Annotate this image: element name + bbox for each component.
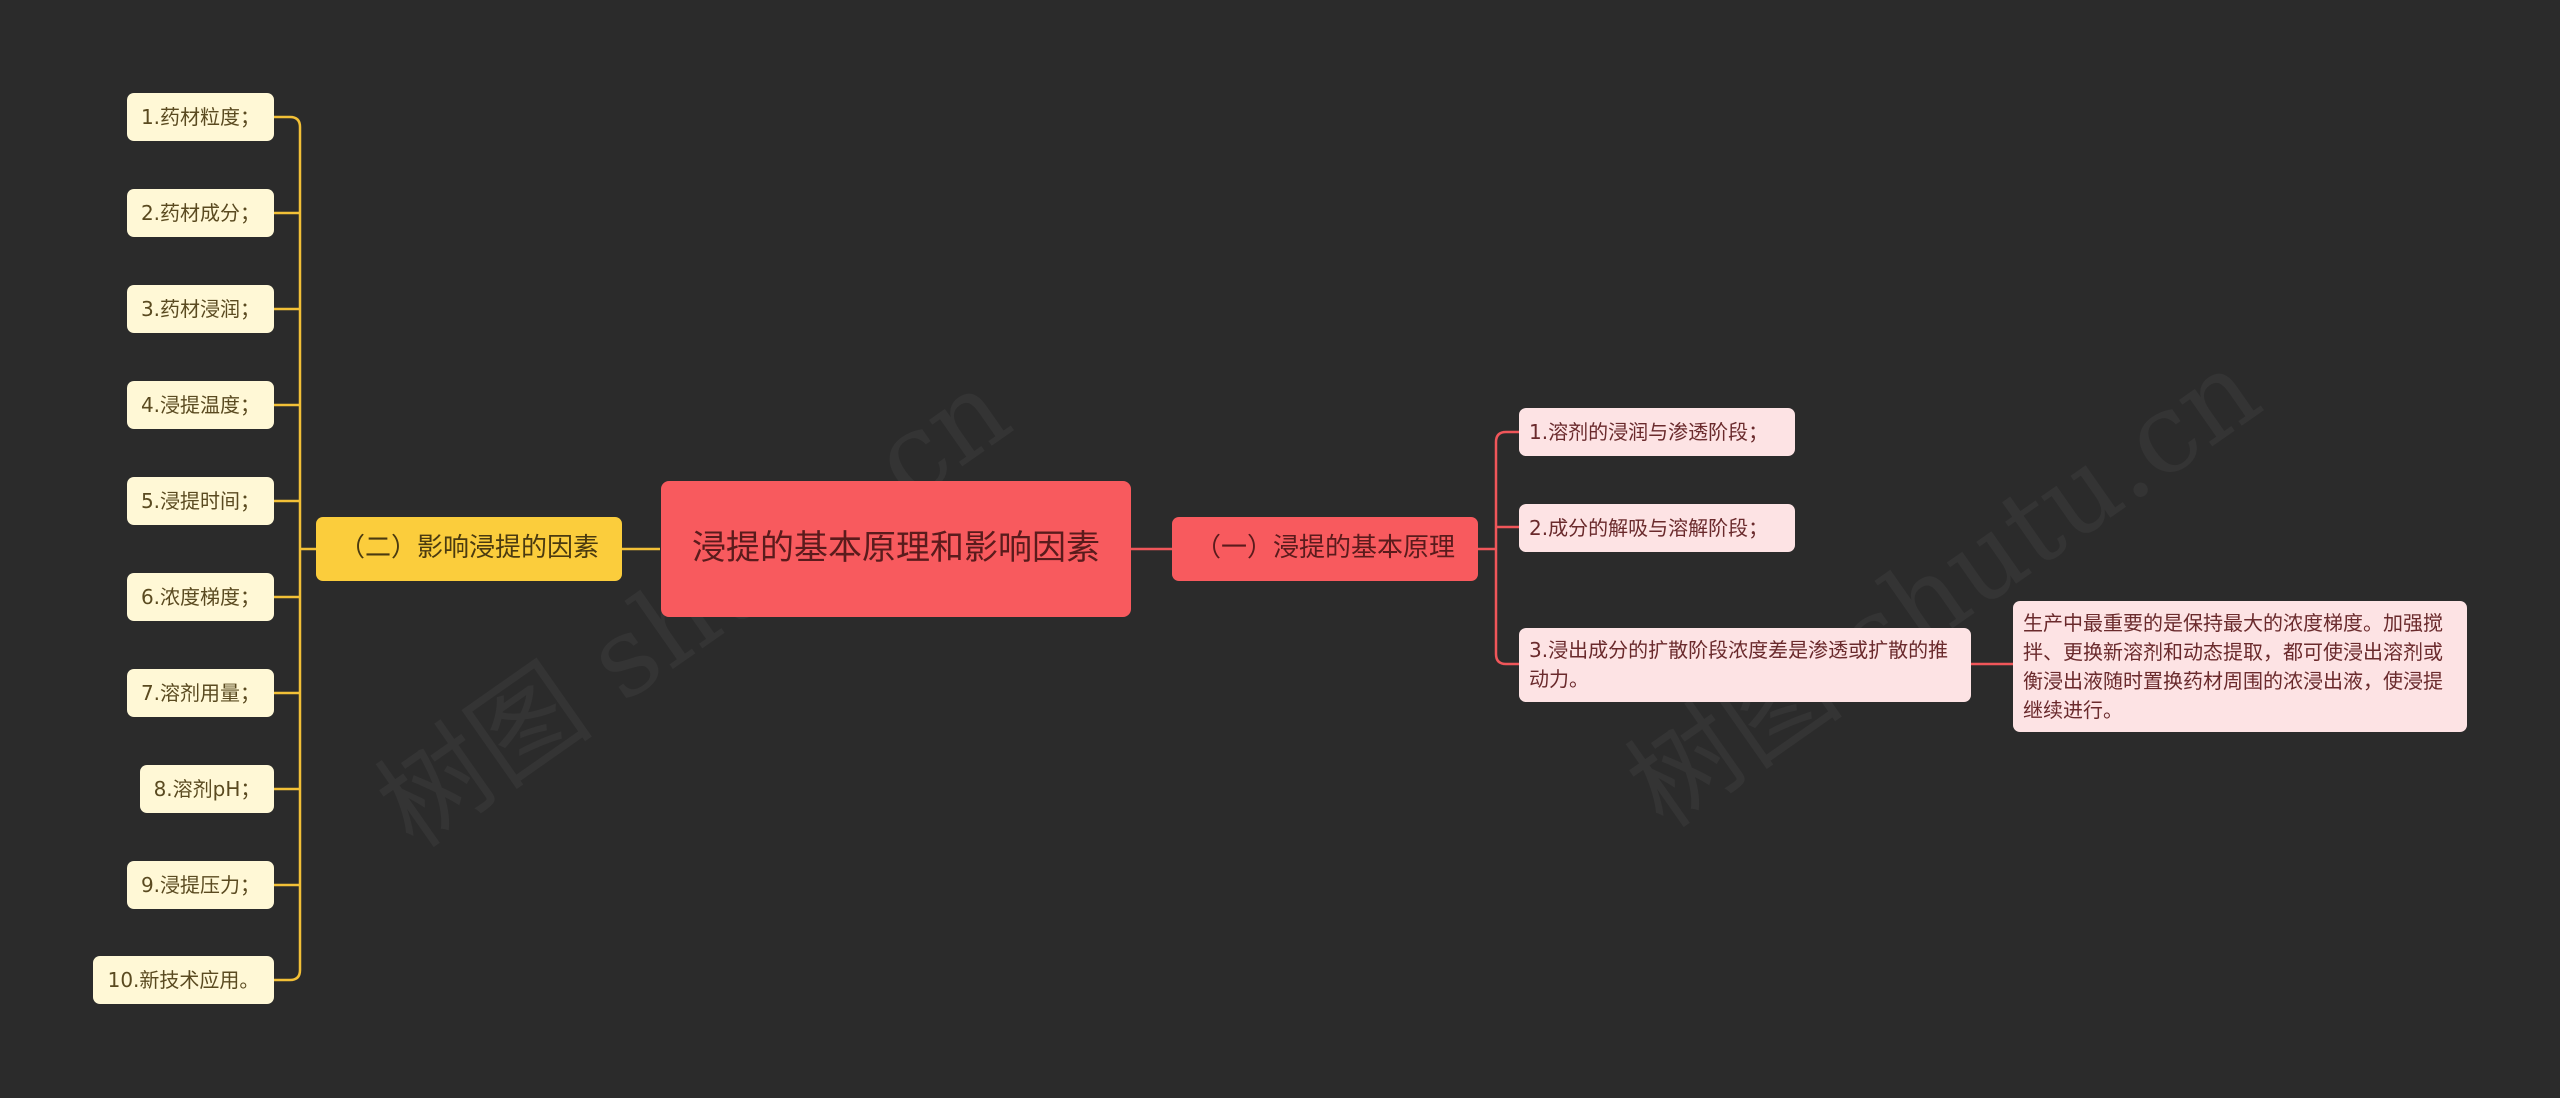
right-connectors [1131,430,2013,666]
principle-item[interactable]: 3.浸出成分的扩散阶段浓度差是渗透或扩散的推动力。 [1519,628,1971,702]
branch-label: （二）影响浸提的因素 [338,533,599,564]
principle-label: 3.浸出成分的扩散阶段浓度差是渗透或扩散的推动力。 [1529,638,1949,691]
principle-detail[interactable]: 生产中最重要的是保持最大的浓度梯度。加强搅拌、更换新溶剂和动态提取，都可使浸出溶… [2013,601,2467,732]
principle-label: 1.溶剂的浸润与渗透阶段； [1529,420,1769,444]
factor-item[interactable]: 9.浸提压力； [127,861,274,909]
factor-item[interactable]: 1.药材粒度； [127,93,274,141]
factor-label: 9.浸提压力； [140,873,261,897]
root-topic[interactable]: 浸提的基本原理和影响因素 [661,481,1131,617]
factor-label: 7.溶剂用量； [140,681,261,705]
factor-item[interactable]: 7.溶剂用量； [127,669,274,717]
root-topic-label: 浸提的基本原理和影响因素 [692,528,1100,569]
factor-label: 6.浓度梯度； [140,585,261,609]
factor-item[interactable]: 8.溶剂pH； [140,765,274,813]
factor-label: 3.药材浸润； [140,297,261,321]
factor-label: 1.药材粒度； [140,105,261,129]
principle-item[interactable]: 2.成分的解吸与溶解阶段； [1519,504,1795,552]
factor-label: 8.溶剂pH； [153,777,261,801]
factor-item[interactable]: 5.浸提时间； [127,477,274,525]
factor-label: 2.药材成分； [140,201,261,225]
factor-label: 5.浸提时间； [140,489,261,513]
branch-influencing-factors[interactable]: （二）影响浸提的因素 [316,517,622,581]
factor-item[interactable]: 6.浓度梯度； [127,573,274,621]
factor-item[interactable]: 3.药材浸润； [127,285,274,333]
branch-label: （一）浸提的基本原理 [1194,533,1455,564]
principle-item[interactable]: 1.溶剂的浸润与渗透阶段； [1519,408,1795,456]
factor-label: 10.新技术应用。 [107,968,260,992]
factor-item[interactable]: 2.药材成分； [127,189,274,237]
principle-label: 2.成分的解吸与溶解阶段； [1529,516,1769,540]
factor-item[interactable]: 4.浸提温度； [127,381,274,429]
factor-item[interactable]: 10.新技术应用。 [93,956,274,1004]
factor-label: 4.浸提温度； [140,393,261,417]
left-connectors [274,115,660,982]
branch-basic-principle[interactable]: （一）浸提的基本原理 [1172,517,1478,581]
principle-detail-label: 生产中最重要的是保持最大的浓度梯度。加强搅拌、更换新溶剂和动态提取，都可使浸出溶… [2023,610,2443,722]
